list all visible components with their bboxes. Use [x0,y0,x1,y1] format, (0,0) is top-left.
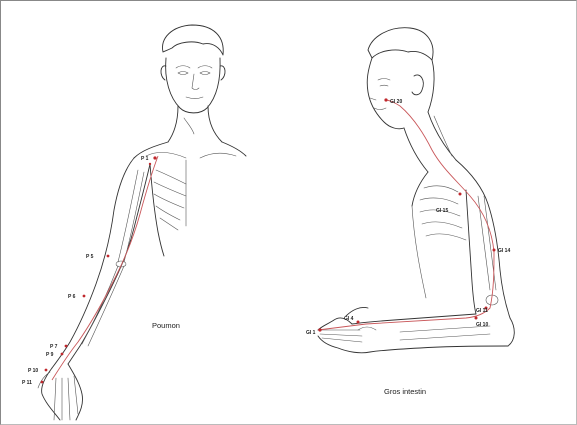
point-label-p1: P 1 [141,156,149,162]
point-label-gi15: GI 15 [436,208,448,214]
point-label-gi20: GI 20 [390,99,402,105]
point-label-gi10: GI 10 [476,322,488,328]
point-label-gi1: GI 1 [306,330,316,336]
point-label-p6: P 6 [68,294,76,300]
lung-figure-drawing [38,25,246,420]
point-label-p9: P 9 [46,352,54,358]
point-label-p5: P 5 [86,254,94,260]
point-label-gi11: GI 11 [476,308,488,314]
figure-caption-large-intestine: Gros intestin [384,387,426,396]
point-label-gi14: GI 14 [498,248,510,254]
point-label-gi4: GI 4 [344,316,354,322]
point-label-p10: P 10 [28,368,38,374]
large-intestine-figure-drawing [318,28,514,353]
point-label-p11: P 11 [22,380,32,386]
point-label-p7: P 7 [50,344,58,350]
figure-caption-lung: Poumon [152,321,180,330]
